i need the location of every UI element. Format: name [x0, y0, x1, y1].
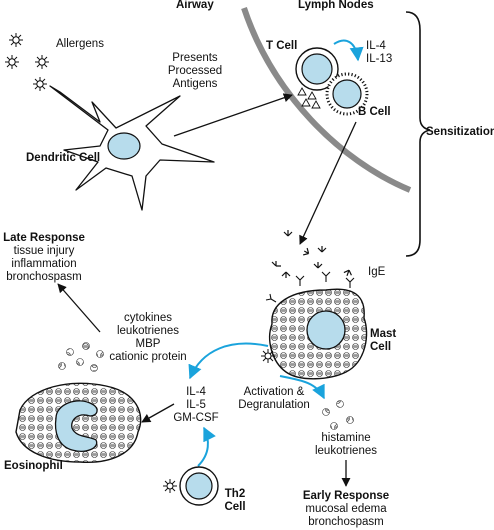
released-granules: [322, 400, 354, 430]
airway-title: Airway: [176, 0, 214, 11]
t-cell-label: T Cell: [266, 40, 298, 52]
eosinophil-label: Eosinophil: [4, 460, 63, 472]
tcell-to-bcell-arrow: [333, 39, 364, 62]
dendritic-cell: [49, 85, 215, 211]
b-cell: [325, 72, 369, 116]
th2-allergen: [163, 479, 177, 493]
mast-activation-arrow: [279, 375, 325, 400]
b-cell-label: B Cell: [358, 106, 391, 118]
mast-cell: [268, 288, 368, 380]
th2-to-cytokines-arrow: [197, 426, 216, 467]
cytokines-to-eosinophil-arrow: [141, 403, 175, 423]
dendritic-cell-label: Dendritic Cell: [26, 152, 101, 164]
th2-cell: [179, 466, 219, 506]
late-response-block: Late Response tissue injury inflammation…: [0, 232, 88, 284]
ige-label: IgE: [368, 266, 386, 278]
allergens-label: Allergens: [56, 38, 104, 50]
t-cell: [295, 47, 339, 91]
activation-degranulation-label: Activation &Degranulation: [238, 386, 310, 411]
bcell-to-ige-arrow: [299, 121, 357, 245]
lymph-nodes-title: Lymph Nodes: [298, 0, 374, 11]
eosinophil: [15, 382, 142, 463]
sensitization-bracket: [405, 11, 431, 257]
bound-allergen: [261, 349, 275, 363]
ige-antibodies: [271, 230, 352, 278]
late-response-title: Late Response: [3, 232, 85, 244]
allergen-particles: [5, 33, 49, 91]
late-mediator-granules: [58, 342, 104, 372]
sensitization-label: Sensitization: [426, 126, 494, 138]
mast-cell-surface-ige: [265, 271, 355, 303]
lymph-node-boundary: [241, 7, 412, 193]
to-late-response-arrow: [57, 283, 101, 333]
early-response-title: Early Response: [302, 490, 390, 502]
mast-to-th2-cytokines-arrow: [188, 342, 269, 380]
dendritic-to-tcell-arrow: [173, 93, 293, 137]
early-response-block: Early Response mucosal edema bronchospas…: [300, 490, 392, 529]
antigen-triangles: [297, 87, 321, 109]
